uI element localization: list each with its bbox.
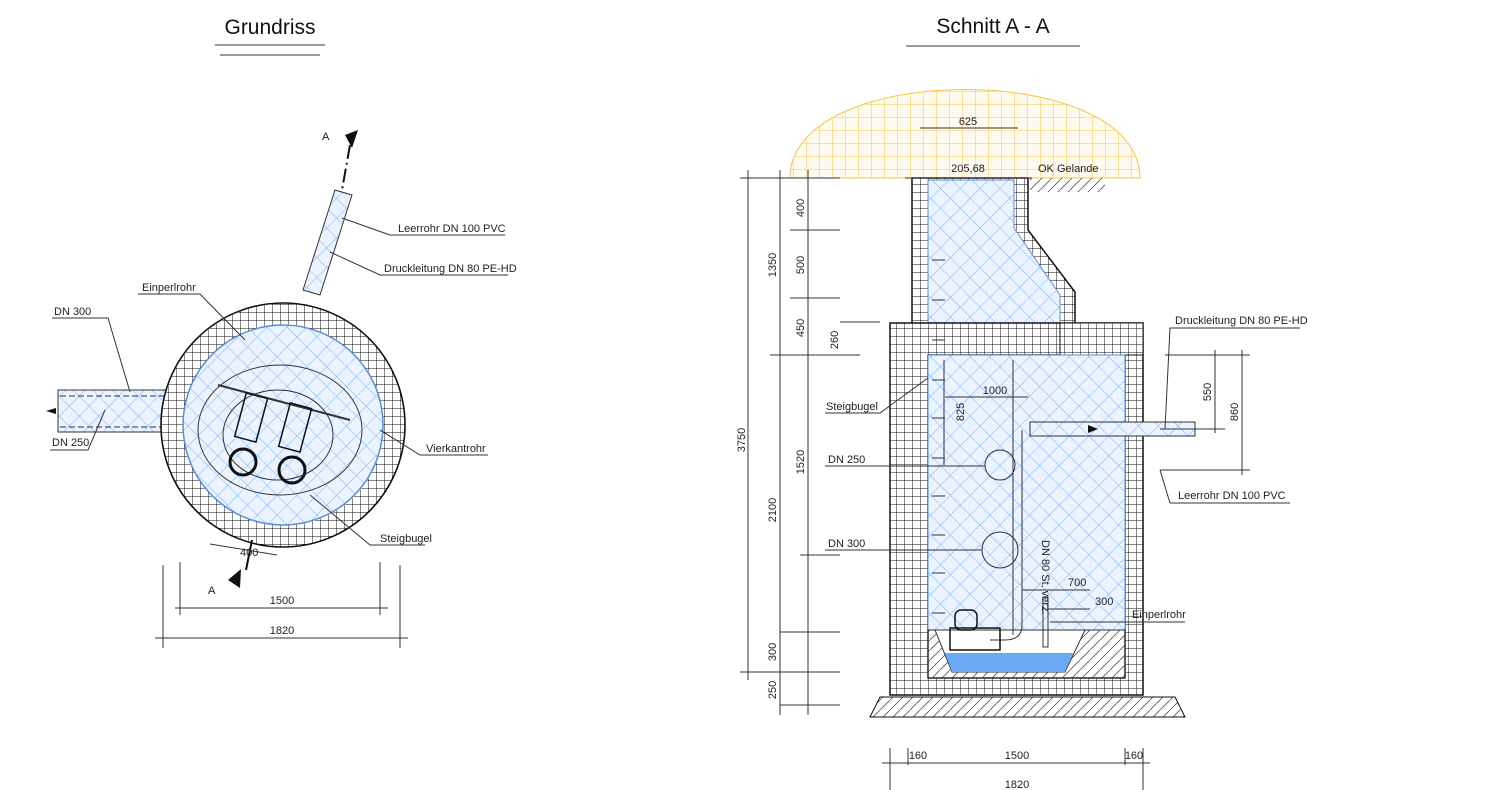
- label-dn250: DN 250: [828, 454, 865, 466]
- dim-1350: 1350: [767, 253, 779, 277]
- dim-400: 400: [795, 199, 807, 217]
- plan-view: Grundriss A A Leerrohr DN 100 PVC Druckl…: [46, 16, 517, 648]
- label-druckleitung: Druckleitung DN 80 PE-HD: [1175, 315, 1308, 327]
- einperlrohr-pipe: [1042, 596, 1049, 648]
- vertical-dimensions: [740, 170, 880, 715]
- dim-1000: 1000: [983, 385, 1007, 397]
- label-leerrohr: Leerrohr DN 100 PVC: [1178, 490, 1286, 502]
- pump-1: [228, 447, 258, 477]
- section-arrow-icon: [345, 130, 358, 148]
- dim-300-vertical: 300: [767, 643, 779, 661]
- dim-300-horizontal: 300: [1095, 596, 1113, 608]
- dim-3750: 3750: [736, 428, 748, 452]
- pump-body: [949, 627, 1001, 651]
- label-vierkantrohr: Vierkantrohr: [426, 443, 486, 455]
- pipe-dn250-opening: [984, 449, 1016, 481]
- leader: [341, 217, 505, 236]
- dim-1820: 1820: [270, 625, 294, 637]
- dim-500: 500: [795, 256, 807, 274]
- dim-250: 250: [767, 681, 779, 699]
- leader: [1159, 469, 1290, 504]
- label-dn300: DN 300: [828, 538, 865, 550]
- leader: [50, 409, 106, 451]
- dim-1820: 1820: [1005, 779, 1029, 790]
- label-dn300: DN 300: [54, 306, 91, 318]
- label-steigbugel: Steigbugel: [826, 401, 878, 413]
- label-druckleitung: Druckleitung DN 80 PE-HD: [384, 263, 517, 275]
- leader: [825, 377, 929, 414]
- dim-160-left: 160: [909, 750, 927, 762]
- ladder-rungs: [932, 259, 945, 614]
- chamber-interior: [927, 354, 1126, 631]
- section-view: Schnitt A - A 625 205,68 OK Gelande: [736, 15, 1308, 790]
- dim-2100: 2100: [767, 498, 779, 522]
- label-dn80: DN 80 St. verz.: [1039, 540, 1051, 615]
- pump-rail-1: [233, 392, 269, 444]
- dim-line: [209, 543, 278, 556]
- dim-860: 860: [1229, 403, 1241, 421]
- ok-gelande-label: OK Gelande: [1038, 163, 1099, 175]
- section-marker-top: A: [322, 131, 330, 143]
- plan-title: Grundriss: [224, 16, 315, 39]
- ground-hatch: [1030, 178, 1105, 192]
- soil-cover-zone: [789, 89, 1141, 179]
- section-line: [341, 144, 351, 191]
- dim-260: 260: [829, 331, 841, 349]
- leader: [1164, 327, 1300, 430]
- pump-rail-2: [277, 402, 313, 454]
- section-title: Schnitt A - A: [936, 15, 1049, 38]
- pump-pit: [222, 389, 334, 481]
- label-steigbugel: Steigbugel: [380, 533, 432, 545]
- section-marker-bottom: A: [208, 585, 216, 597]
- flow-arrow-icon: [1088, 425, 1098, 433]
- dim-700: 700: [1068, 577, 1086, 589]
- chamber-roof: [1059, 322, 1144, 356]
- label-einperlrohr: Einperlrohr: [1132, 609, 1186, 621]
- water-level: [945, 653, 1073, 672]
- leader: [52, 317, 131, 393]
- flow-arrow-icon: [46, 408, 56, 414]
- leader: [379, 429, 488, 456]
- label-einperlrohr: Einperlrohr: [142, 282, 196, 294]
- label-leerrohr: Leerrohr DN 100 PVC: [398, 223, 506, 235]
- inlet-pipe-dn250: [57, 389, 169, 433]
- dim-400: 400: [240, 547, 258, 559]
- outlet-pipe-diagonal: [302, 189, 353, 296]
- dim-1500: 1500: [270, 595, 294, 607]
- dim-625: 625: [959, 116, 977, 128]
- leader: [329, 251, 508, 276]
- dim-550: 550: [1202, 383, 1214, 401]
- leader: [309, 494, 425, 546]
- base-slab: [869, 696, 1186, 718]
- dim-1520: 1520: [795, 450, 807, 474]
- elevation-label: 205,68: [951, 163, 985, 175]
- riser-bend: [990, 624, 1023, 641]
- pump-2: [277, 455, 307, 485]
- vierkantrohr-bar: [217, 384, 351, 421]
- section-line-bottom: [245, 539, 253, 571]
- shaft-step-ring: [197, 364, 363, 496]
- dim-1500: 1500: [1005, 750, 1029, 762]
- pump: [954, 609, 978, 631]
- dim-160-right: 160: [1125, 750, 1143, 762]
- shaft-interior: [182, 324, 384, 526]
- leader: [138, 293, 246, 341]
- section-arrow-icon: [228, 569, 241, 588]
- label-dn250: DN 250: [52, 437, 89, 449]
- dim-450: 450: [795, 319, 807, 337]
- dim-825: 825: [955, 403, 967, 421]
